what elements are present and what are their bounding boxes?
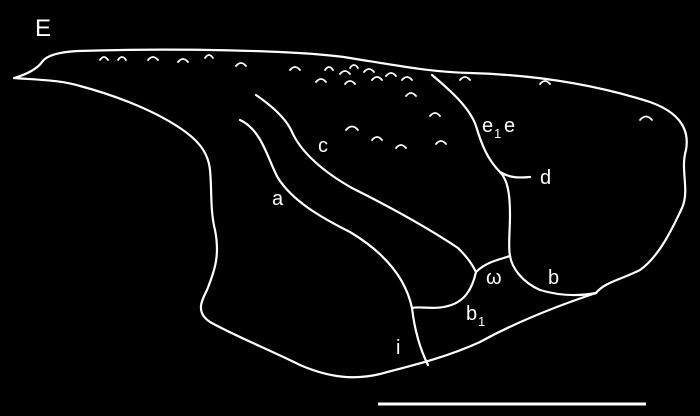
label-e: e <box>504 115 515 137</box>
furrow-c <box>256 95 476 272</box>
boundary-e <box>432 75 510 256</box>
label-i: i <box>396 337 400 359</box>
label-b: b <box>548 267 559 289</box>
label-d: d <box>540 167 551 189</box>
label-b1-subscript: 1 <box>478 314 485 329</box>
label-omega: ω <box>486 267 502 289</box>
label-e1-subscript: 1 <box>494 126 501 141</box>
label-c: c <box>318 135 328 157</box>
label-a: a <box>272 188 284 210</box>
label-b1: b <box>466 303 477 325</box>
panel-label: E <box>35 15 51 42</box>
label-e1: e <box>482 115 493 137</box>
tubercle-marks <box>100 55 652 148</box>
specimen-outline <box>14 50 687 378</box>
